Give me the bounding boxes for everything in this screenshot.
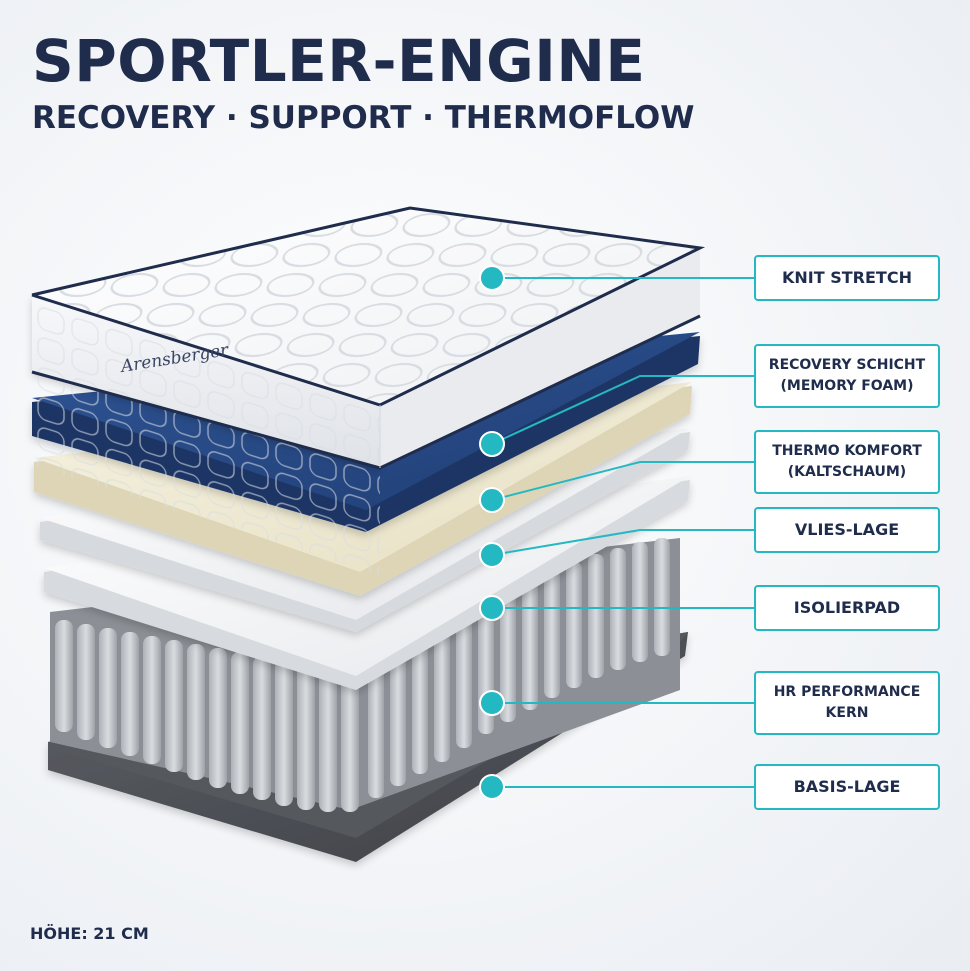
label-knit-stretch: KNIT STRETCH (754, 255, 940, 301)
callout-dot-knit-stretch (479, 265, 505, 291)
callout-lines (491, 277, 754, 788)
label-thermo-line2: (KALTSCHAUM) (787, 464, 907, 480)
callout-dot-basis (479, 774, 505, 800)
label-hr-kern-line1: HR PERFORMANCE (773, 684, 921, 700)
callout-dots (479, 265, 505, 800)
callout-dot-recovery (479, 431, 505, 457)
label-thermo: THERMO KOMFORT (KALTSCHAUM) (754, 430, 940, 494)
label-hr-kern-line2: KERN (825, 705, 869, 721)
label-basis-text: BASIS-LAGE (793, 777, 901, 796)
page-subtitle: RECOVERY · SUPPORT · THERMOFLOW (32, 100, 695, 136)
label-recovery-line1: RECOVERY SCHICHT (768, 357, 926, 373)
label-vlies-text: VLIES-LAGE (794, 520, 900, 539)
height-note: HÖHE: 21 CM (30, 924, 149, 943)
label-isolierpad: ISOLIERPAD (754, 585, 940, 631)
label-knit-stretch-text: KNIT STRETCH (782, 268, 912, 287)
label-hr-kern: HR PERFORMANCE KERN (754, 671, 940, 735)
callout-dot-isolierpad (479, 595, 505, 621)
label-recovery-line2: (MEMORY FOAM) (780, 378, 914, 394)
callout-dot-hr-kern (479, 690, 505, 716)
callout-dot-vlies (479, 542, 505, 568)
callout-dot-thermo (479, 487, 505, 513)
label-recovery: RECOVERY SCHICHT (MEMORY FOAM) (754, 344, 940, 408)
label-basis: BASIS-LAGE (754, 764, 940, 810)
knit-stretch-top (31, 206, 706, 576)
page-title: SPORTLER-ENGINE (32, 27, 646, 95)
label-thermo-line1: THERMO KOMFORT (772, 443, 922, 459)
label-isolierpad-text: ISOLIERPAD (793, 598, 901, 617)
label-vlies: VLIES-LAGE (754, 507, 940, 553)
